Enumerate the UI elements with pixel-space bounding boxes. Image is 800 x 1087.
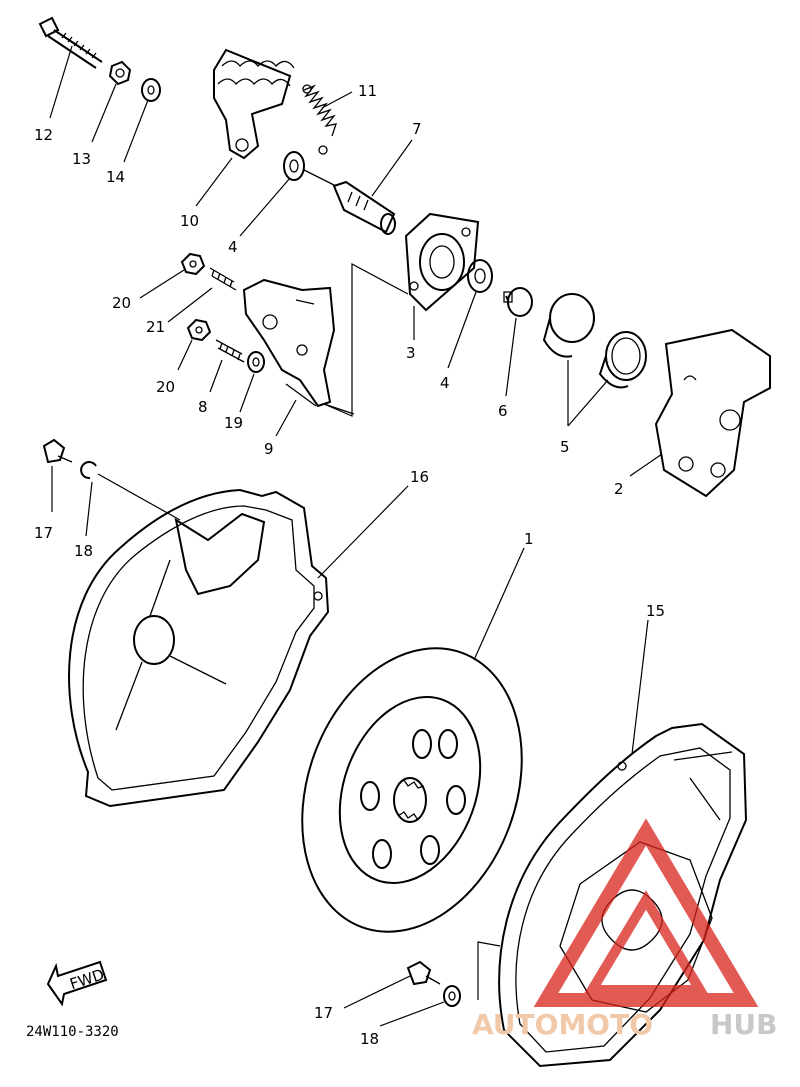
part-4-seal-upper: [283, 151, 337, 187]
part-14-washer: [141, 78, 161, 102]
callout-19: 19: [224, 414, 243, 432]
part-18-clip-upper: [80, 461, 97, 480]
diagram-code: 24W110-3320: [26, 1024, 119, 1040]
part-12-bolt: [38, 16, 103, 69]
leader-lines: [49, 45, 663, 1027]
callout-14: 14: [106, 168, 125, 186]
part-3-bracket: [404, 212, 480, 312]
callout-4-upper: 4: [228, 238, 238, 256]
callout-20-lower: 20: [156, 378, 175, 396]
part-21-bolt: [209, 267, 237, 291]
part-1-brake-disc: [301, 647, 523, 933]
part-4-seal-lower: [467, 259, 493, 293]
callout-18-upper: 18: [74, 542, 93, 560]
callout-15: 15: [646, 602, 665, 620]
callout-18-lower: 18: [360, 1030, 379, 1048]
fwd-arrow: FWD: [46, 960, 108, 1007]
callout-7: 7: [412, 120, 422, 138]
callout-20-upper: 20: [112, 294, 131, 312]
callout-6: 6: [498, 402, 508, 420]
part-6-pin: [503, 287, 533, 317]
callout-13: 13: [72, 150, 91, 168]
part-10-pad-plate: [213, 48, 295, 160]
part-17-screw-upper: [42, 438, 73, 464]
part-20-nut-lower: [186, 318, 212, 342]
callout-4-lower: 4: [440, 374, 450, 392]
part-5-piston: [542, 293, 647, 389]
callout-17-lower: 17: [314, 1004, 333, 1022]
callout-12: 12: [34, 126, 53, 144]
part-7-adjuster: [332, 180, 396, 235]
callout-17-upper: 17: [34, 524, 53, 542]
callout-16: 16: [410, 468, 429, 486]
part-19-washer: [247, 351, 265, 373]
watermark-triangle-logo: [533, 818, 759, 1007]
part-16-cover-left: [68, 488, 330, 808]
part-17-screw-lower: [406, 960, 441, 986]
callout-2: 2: [614, 480, 624, 498]
callout-1: 1: [524, 530, 534, 548]
callout-8: 8: [198, 398, 208, 416]
automotohub-watermark: AUTOMOTO HUB: [472, 818, 778, 1041]
part-8-bolt: [215, 339, 245, 363]
watermark-text-automoto: AUTOMOTO: [472, 1008, 653, 1041]
callout-10: 10: [180, 212, 199, 230]
part-2-caliper: [654, 328, 771, 498]
callout-11: 11: [358, 82, 377, 100]
callout-9: 9: [264, 440, 274, 458]
callout-3: 3: [406, 344, 416, 362]
watermark-text-hub: HUB: [710, 1008, 778, 1041]
callout-21: 21: [146, 318, 165, 336]
part-11-spring: [302, 84, 337, 155]
fwd-label: FWD: [67, 965, 106, 993]
part-13-nut: [108, 60, 132, 86]
part-20-nut-upper: [180, 252, 206, 276]
part-18-clip-lower: [443, 985, 461, 1007]
callout-labels: 12 13 14 10 11 7 4 4 3 6 5 2 20 21 20 8 …: [34, 82, 665, 1048]
part-9-mount: [242, 278, 355, 415]
callout-5: 5: [560, 438, 570, 456]
